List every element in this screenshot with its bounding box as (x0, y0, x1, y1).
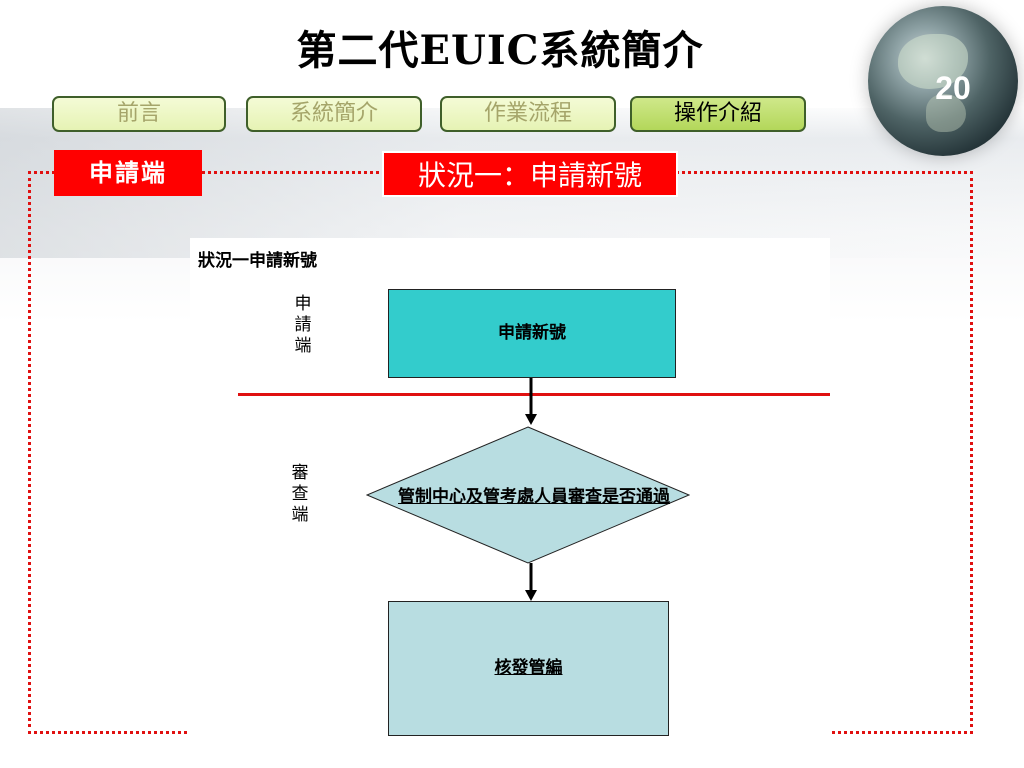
arrow-to-decision (525, 378, 537, 425)
tab-operation[interactable]: 操作介紹 (630, 96, 806, 132)
case-label: 狀況一：申請新號 (382, 151, 678, 197)
node-issue: 核發管編 (388, 601, 669, 736)
page-number: 20 (935, 70, 971, 106)
lane-label-applicant: 申請端 (294, 294, 312, 356)
node-decision-shape (366, 426, 690, 564)
tab-system-intro[interactable]: 系統簡介 (246, 96, 422, 132)
arrow-to-issue (525, 563, 537, 601)
applicant-label: 申請端 (54, 150, 202, 196)
node-decision: 管制中心及管考處人員審查是否通過 (398, 487, 670, 507)
node-request-new: 申請新號 (388, 289, 676, 378)
flowchart-title: 狀況一申請新號 (198, 251, 317, 271)
tab-workflow[interactable]: 作業流程 (440, 96, 616, 132)
globe-icon (868, 6, 1018, 156)
lane-label-review: 審查端 (291, 463, 309, 525)
flowchart: 狀況一申請新號 申請端 審查端 申請新號 管制中心及管考處人員審查是否通過 核發… (190, 238, 830, 738)
lane-divider (238, 393, 830, 396)
page-title: 第二代EUIC系統簡介 (296, 27, 704, 74)
tab-preface[interactable]: 前言 (52, 96, 226, 132)
